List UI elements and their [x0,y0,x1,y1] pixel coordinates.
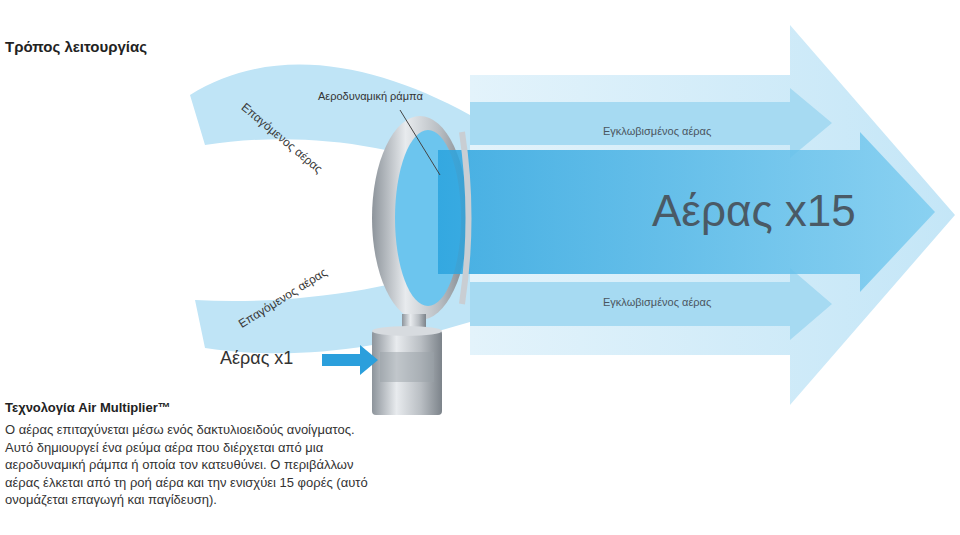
input-air-arrow [322,345,378,375]
fan-grille [380,352,434,382]
page-title: Τρόπος λειτουργίας [5,38,147,56]
description-text: Ο αέρας επιταχύνεται μέσω ενός δακτυλιοε… [5,421,385,509]
flow-label: Εγκλωβισμένος αέρας [603,296,711,309]
fan-base-top [372,326,442,336]
air-stream-arrow [438,132,935,292]
section-heading: Τεχνολογία Air Multiplier™ [5,400,171,416]
trapped-air-arrow [470,268,832,340]
part-label: Αεροδυναμική ράμπα [318,90,423,103]
flow-label: Αέρας x1 [220,348,293,370]
fan-base [372,330,442,415]
flow-label: Αέρας x15 [652,185,856,238]
trapped-air-arrow [470,88,832,158]
leader-line [400,110,440,175]
ring-edge [462,132,469,304]
flow-label: Εγκλωβισμένος αέρας [603,125,711,138]
